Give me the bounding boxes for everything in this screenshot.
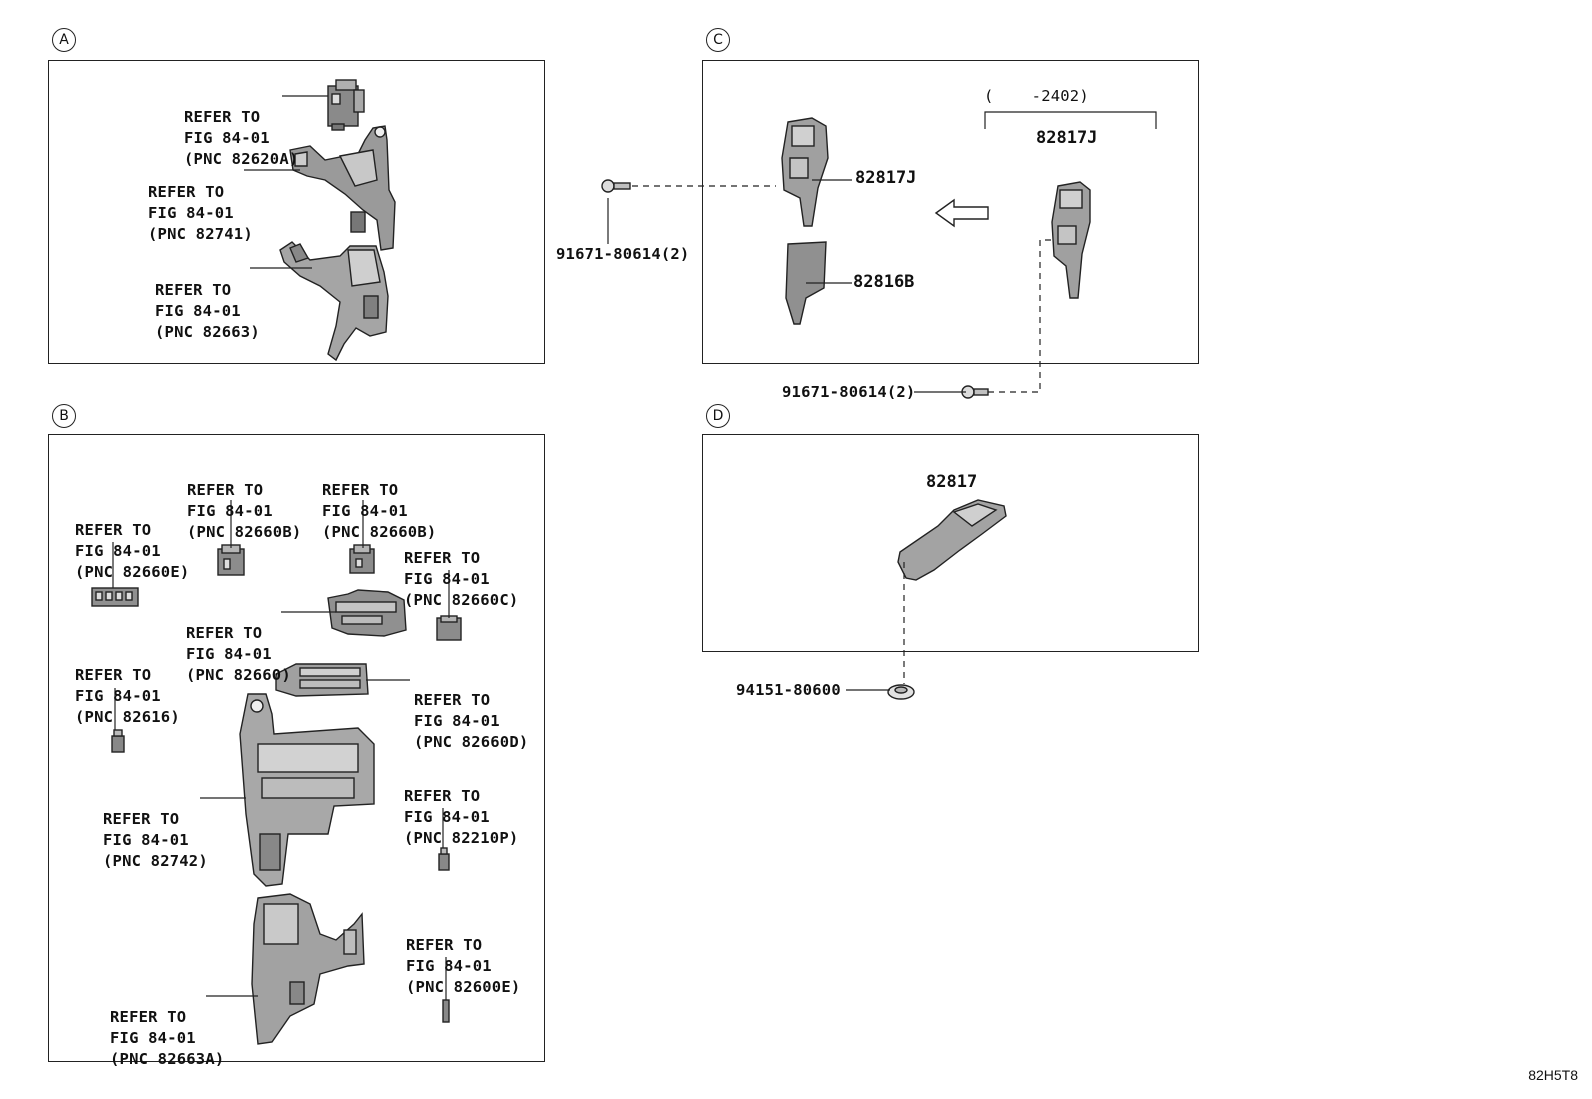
part-82660e-connector <box>91 587 139 607</box>
part-82620a-connector <box>327 79 365 131</box>
clip-part-number: 94151-80600 <box>736 681 841 699</box>
part-82660d-connector-block <box>275 663 369 697</box>
part-82742-relay-block <box>239 693 375 887</box>
screw-top <box>601 179 631 193</box>
section-badge-d: D <box>706 404 730 428</box>
section-badge-b: B <box>52 404 76 428</box>
part-82210p-fuse <box>438 847 450 871</box>
part-82660-connector-block <box>327 589 407 637</box>
part-number-82817j-left: 82817J <box>855 168 917 188</box>
part-82741-bracket <box>289 125 396 251</box>
part-82817-bracket <box>897 499 1007 581</box>
clip <box>887 684 915 700</box>
range-label: ( -2402) <box>984 87 1089 105</box>
diagram-code: 82H5T8 <box>1528 1067 1578 1083</box>
screw-part-number-top: 91671-80614(2) <box>556 245 690 263</box>
part-82817j-bracket-left <box>781 117 829 227</box>
screw-part-number-bottom: 91671-80614(2) <box>782 383 916 401</box>
part-82660b-connector-1 <box>217 544 245 576</box>
part-number-82817j-right: 82817J <box>1036 128 1098 148</box>
part-number-82817: 82817 <box>926 472 978 492</box>
section-badge-c: C <box>706 28 730 52</box>
part-82616-fuse <box>111 729 125 753</box>
part-number-82816b: 82816B <box>853 272 915 292</box>
part-82663-junction-block <box>279 241 389 362</box>
section-badge-a: A <box>52 28 76 52</box>
part-82660b-connector-2 <box>349 544 375 574</box>
part-82817j-bracket-right <box>1051 181 1091 299</box>
assembly-arrow <box>934 198 989 228</box>
panel-a <box>48 60 545 364</box>
part-82663a-junction-block <box>251 893 365 1045</box>
